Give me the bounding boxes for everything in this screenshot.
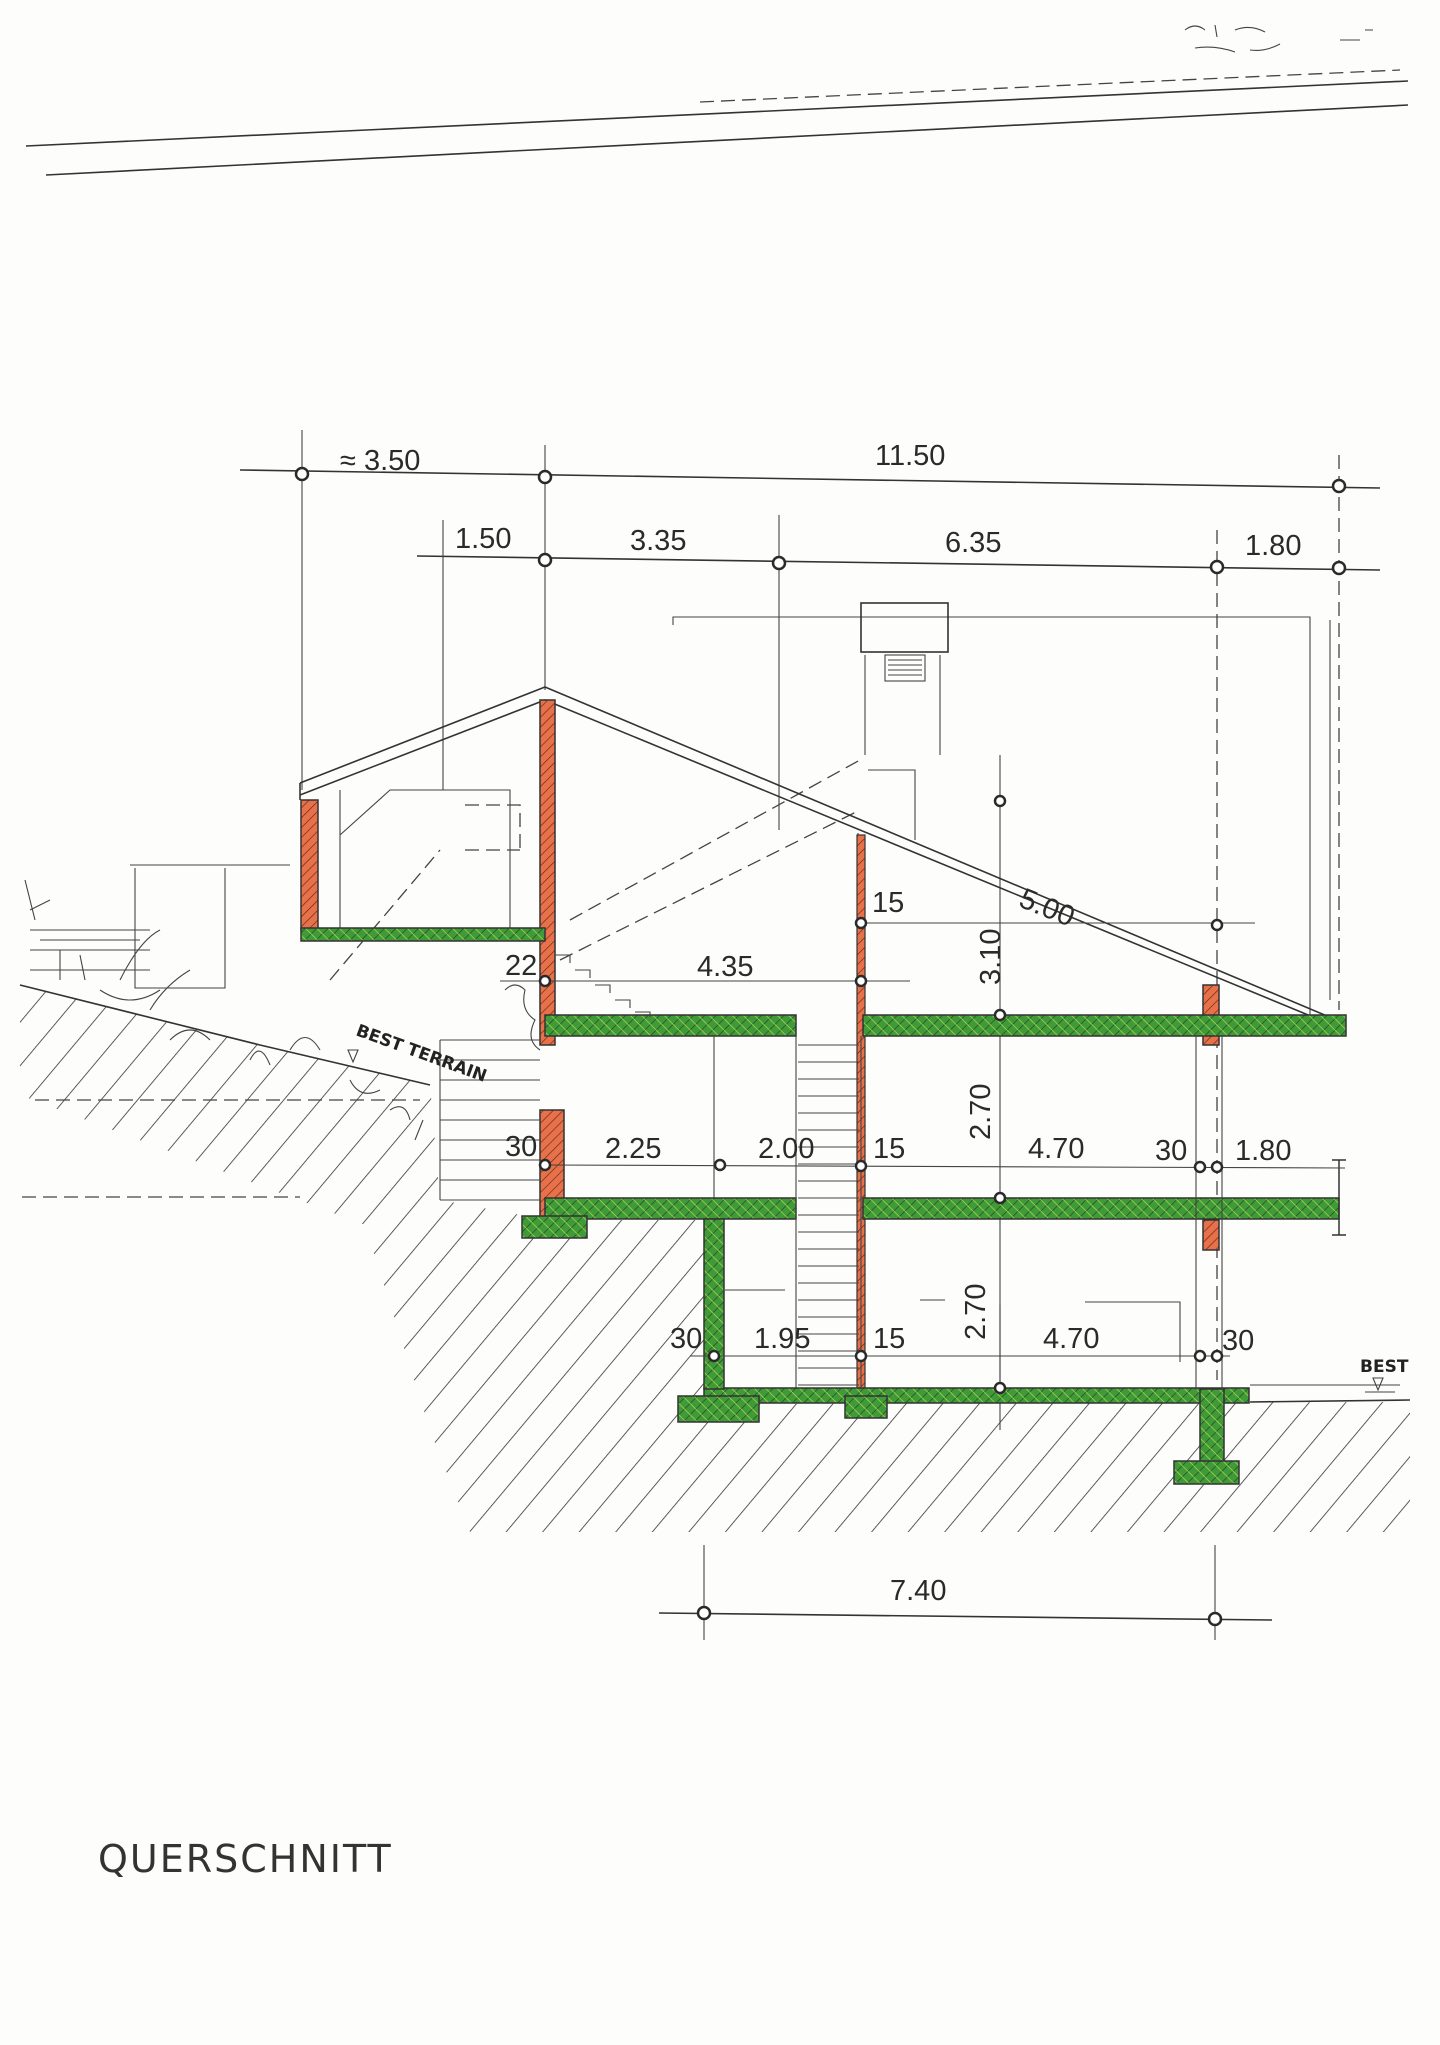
terrain-line-right (1249, 1399, 1411, 1403)
dim-roof-5-00: 5.00 (1015, 883, 1079, 934)
level-marker-icon (1365, 1377, 1395, 1393)
dim-1-80: 1.80 (1245, 530, 1301, 562)
dim-bs-1-95: 1.95 (754, 1323, 810, 1355)
dim-gf-stair-2-00: 2.00 (758, 1133, 814, 1165)
dimension-row-second: 1.50 3.35 6.35 1.80 (416, 515, 1381, 1380)
dim-approx-3-50: ≈ 3.50 (340, 445, 420, 477)
dim-bs-height-2-70: 2.70 (960, 1284, 992, 1340)
dim-1-50: 1.50 (455, 523, 511, 555)
stairs (439, 954, 1223, 1390)
signature-scribble (1184, 24, 1373, 53)
dim-gf-height-2-70: 2.70 (965, 1084, 997, 1140)
dim-bs-4-70: 4.70 (1043, 1323, 1099, 1355)
dim-bs-wall-15: 15 (873, 1323, 905, 1355)
dim-gf-2-25: 2.25 (605, 1133, 661, 1165)
level-dimension-lines (500, 916, 1400, 1395)
level-marker-icon-left (347, 1049, 359, 1064)
dim-span-4-35: 4.35 (697, 951, 753, 983)
dim-3-35: 3.35 (630, 525, 686, 557)
drawing-title: QUERSCHNITT (98, 1837, 393, 1881)
dim-gf-4-70: 4.70 (1028, 1133, 1084, 1165)
terrain-label-right: BEST (1360, 1357, 1409, 1377)
sheet-border-lines (25, 24, 1409, 176)
dim-gf-col-30: 30 (1155, 1135, 1187, 1167)
dim-11-50: 11.50 (875, 440, 945, 472)
elevation-outline (130, 616, 1331, 1015)
dim-bs-col-30: 30 (1222, 1325, 1254, 1357)
dim-7-40: 7.40 (890, 1575, 946, 1607)
dim-attic-height-3-10: 3.10 (975, 929, 1007, 985)
roof (299, 686, 1347, 1025)
dimension-row-bottom: 7.40 (658, 1545, 1273, 1640)
dim-attic-wall-15: 15 (872, 887, 904, 919)
dim-wall-22: 22 (505, 950, 537, 982)
dim-gf-1-80: 1.80 (1235, 1135, 1291, 1167)
dim-gf-wall-15: 15 (873, 1133, 905, 1165)
ground-hatch (20, 985, 1410, 1532)
dimension-row-top: ≈ 3.50 11.50 (239, 430, 1381, 1010)
dim-gf-wall-30: 30 (505, 1131, 537, 1163)
vegetation-sketch (24, 868, 541, 1141)
concrete-slabs (300, 927, 1347, 1485)
dim-bs-wall-30: 30 (670, 1323, 702, 1355)
terrain-line (19, 984, 431, 1086)
dim-6-35: 6.35 (945, 527, 1001, 559)
